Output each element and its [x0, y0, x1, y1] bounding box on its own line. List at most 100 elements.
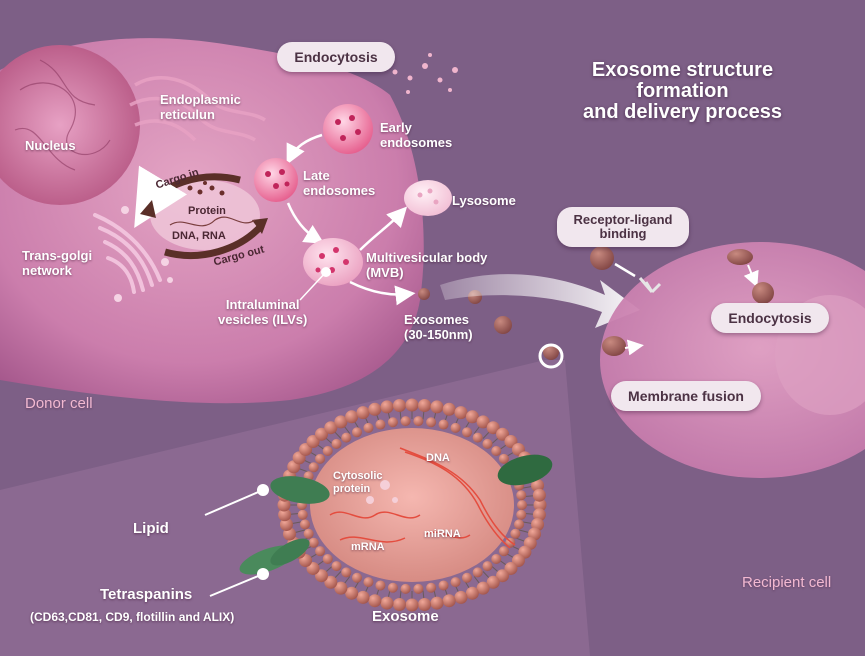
nucleus — [0, 45, 140, 205]
lipid-head — [356, 406, 370, 420]
lipid-head — [278, 508, 292, 522]
lipid-head — [482, 438, 493, 449]
lipid-head — [322, 446, 333, 457]
lipid-head — [322, 553, 333, 564]
lipid-head — [380, 596, 394, 610]
lipid-head — [531, 478, 545, 492]
lipid-head — [486, 421, 500, 435]
lipid-head — [306, 435, 320, 449]
arrow-late-to-mvb — [286, 202, 325, 244]
lipid-head — [380, 400, 394, 414]
lipid-head — [476, 415, 490, 429]
lipid-label: Lipid — [133, 520, 169, 537]
endoplasmic-reticulum — [129, 76, 266, 142]
lipid-head — [331, 438, 342, 449]
lipid-head — [442, 402, 456, 416]
recipient-cell-label: Recipient cell — [742, 574, 832, 591]
lipid-head — [450, 422, 461, 433]
lipid-head — [368, 402, 382, 416]
lysosome-label: Lysosome — [452, 193, 516, 208]
lipid-head — [454, 590, 468, 604]
exosomes-label: Exosomes (30-150nm) — [404, 312, 473, 342]
lipid-head — [400, 583, 411, 594]
lipid-head — [510, 528, 521, 539]
lipid-head — [438, 419, 449, 430]
lipid-head — [387, 417, 398, 428]
dna-rna-strands — [169, 216, 256, 227]
zoom-ring — [538, 343, 564, 369]
lipid-head — [462, 427, 472, 438]
lipid-head — [454, 406, 468, 420]
lipid-head — [532, 488, 546, 502]
lipid-head — [314, 427, 328, 441]
endocytosis-label-recipient: Endocytosis — [711, 303, 829, 333]
exosome-label: Exosome — [372, 608, 439, 625]
transfer-arrow — [440, 274, 640, 328]
endocytosed-exosome — [752, 282, 774, 304]
lipid-head — [331, 561, 342, 572]
lipid-head — [516, 490, 527, 501]
lipid-head — [314, 569, 328, 583]
lipid-head — [465, 586, 479, 600]
lipid-pointer — [257, 484, 269, 496]
lipid-head — [324, 575, 338, 589]
lipid-head — [514, 519, 525, 530]
fusion-exosome — [602, 336, 626, 356]
lipid-head — [345, 586, 359, 600]
lipid-head — [498, 546, 509, 557]
lipid-head — [392, 398, 406, 412]
golgi-label: Trans-golgi network — [22, 248, 93, 278]
tetraspanin-markers-label: (CD63,CD81, CD9, flotillin and ALIX) — [30, 610, 235, 624]
lysosome — [404, 180, 452, 216]
receptor-ligand-label: Receptor-ligand binding — [557, 207, 689, 247]
lipid-head — [334, 415, 348, 429]
lipid-head — [334, 581, 348, 595]
lipid-head — [465, 410, 479, 424]
lipid-head — [352, 572, 362, 583]
lipid-head — [472, 567, 483, 578]
exosome-membrane-beads — [277, 398, 547, 612]
mrna-label: mRNA — [351, 541, 385, 553]
early-endosomes-label: Early endosomes — [380, 120, 453, 150]
endocytosis-label-donor: Endocytosis — [277, 42, 395, 72]
tetraspanin-pointer — [257, 568, 269, 580]
lipid-head — [405, 398, 419, 412]
recipient-cell-body — [600, 242, 865, 478]
lipid-head — [430, 400, 444, 414]
lipid-head — [413, 583, 424, 594]
lipid-head — [516, 509, 527, 520]
lipid-head — [297, 509, 308, 520]
ligand-exosome — [590, 246, 614, 270]
tetraspanin-proteins — [239, 454, 553, 575]
lipid-head — [491, 553, 502, 564]
lipid-head — [498, 453, 509, 464]
lipid-head — [442, 594, 456, 608]
lipid-head — [482, 561, 493, 572]
cargo-out-arrow — [164, 222, 265, 259]
exosome-lumen — [310, 428, 514, 582]
lipid-head — [308, 537, 319, 548]
lipid-head — [345, 410, 359, 424]
lipid-head — [368, 594, 382, 608]
lipid-head — [418, 598, 432, 612]
exosome-nucleic-acids — [329, 447, 516, 549]
lipid-head — [375, 580, 386, 591]
receptor-icon — [638, 277, 662, 294]
arrow-mvb-to-lysosome — [359, 206, 408, 251]
lipid-head — [418, 398, 432, 412]
er-label: Endoplasmic reticulun — [160, 92, 241, 122]
lipid-head — [504, 561, 518, 575]
lipid-head — [517, 500, 527, 510]
lipid-head — [430, 596, 444, 610]
ilvs-label: Intraluminal vesicles (ILVs) — [218, 297, 308, 327]
donor-cell-label: Donor cell — [25, 395, 93, 412]
endocytosis-particles — [392, 53, 458, 94]
lipid-head — [315, 453, 326, 464]
lipid-head — [279, 518, 293, 532]
protein-label: Protein — [188, 205, 226, 217]
lipid-head — [352, 427, 362, 438]
mvb-label: Multivesicular body (MVB) — [366, 250, 488, 280]
lipid-head — [400, 416, 411, 427]
